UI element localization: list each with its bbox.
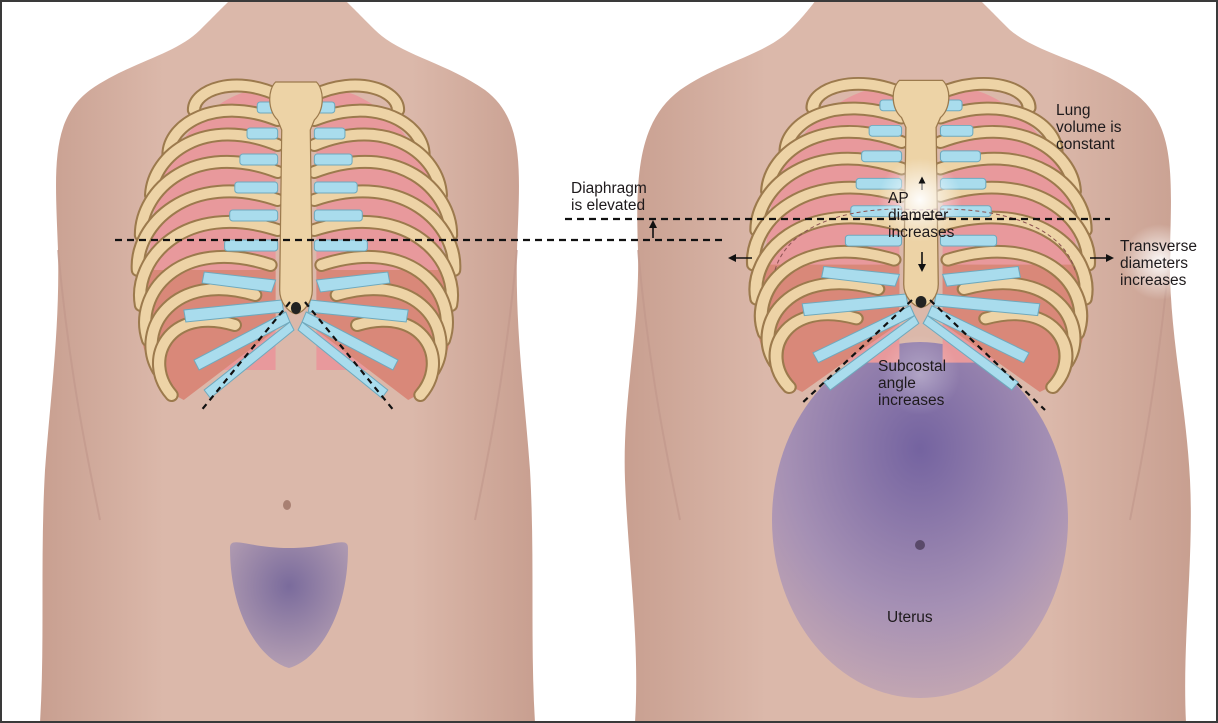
ap-diameter-label: AP diameter increases [888,190,954,241]
navel-icon [915,540,925,550]
diaphragm-label: Diaphragm is elevated [571,180,647,214]
transverse-diameter-label: Transverse diameters increases [1120,238,1197,289]
navel-icon [283,500,291,510]
lung-volume-label: Lung volume is constant [1056,102,1121,153]
uterus-label: Uterus [887,609,933,626]
left-figure [40,0,535,723]
subcostal-angle-label: Subcostal angle increases [878,358,946,409]
